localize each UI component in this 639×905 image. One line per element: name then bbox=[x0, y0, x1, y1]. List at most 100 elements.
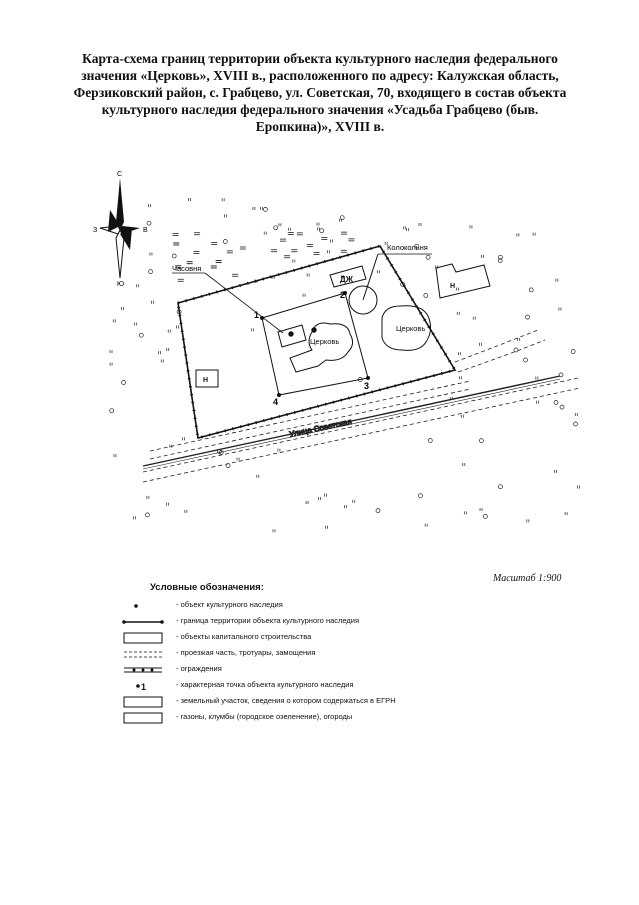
tree-mark bbox=[427, 438, 433, 443]
compass-north-label: С bbox=[117, 171, 122, 178]
legend-label: - объект культурного наследия bbox=[176, 600, 283, 609]
point-1-marker bbox=[260, 316, 264, 320]
grass-mark bbox=[532, 232, 536, 236]
church-heritage-dot bbox=[311, 327, 317, 333]
grass-mark bbox=[316, 227, 320, 231]
legend-row-characteristic-point: 1 - характерная точка объекта культурног… bbox=[118, 678, 538, 694]
grass-mark bbox=[133, 516, 136, 520]
grass-mark bbox=[109, 350, 113, 354]
point-4-label: 4 bbox=[273, 397, 278, 407]
road-fence-line bbox=[142, 378, 561, 470]
grass-mark bbox=[109, 362, 113, 366]
wetland-mark bbox=[348, 238, 355, 242]
tree-mark bbox=[479, 438, 484, 443]
wetland-mark bbox=[172, 233, 179, 236]
tree-mark bbox=[498, 254, 503, 260]
territory-boundary bbox=[176, 244, 458, 440]
legend-label: - ограждения bbox=[176, 664, 222, 673]
grass-mark bbox=[402, 226, 406, 230]
chapel-leader bbox=[204, 272, 284, 334]
grass-mark bbox=[463, 511, 467, 515]
tree-mark bbox=[423, 293, 429, 298]
grass-mark bbox=[272, 529, 276, 533]
tree-mark bbox=[138, 332, 144, 338]
wetland-mark bbox=[175, 265, 182, 269]
tree-mark bbox=[263, 207, 268, 212]
grass-mark bbox=[340, 275, 344, 279]
feature-labels: Часовня Колокольня bbox=[172, 243, 432, 334]
grass-mark bbox=[182, 437, 185, 441]
chapel-label: Часовня bbox=[172, 264, 201, 273]
grass-mark bbox=[221, 198, 225, 202]
grass-mark bbox=[260, 206, 263, 210]
title-line: Карта-схема границ территории объекта ку… bbox=[82, 51, 558, 66]
legend-label: - газоны, клумбы (городское озеленение),… bbox=[176, 712, 353, 721]
tree-mark bbox=[483, 514, 488, 519]
grass-mark bbox=[462, 463, 466, 467]
grass-mark bbox=[263, 231, 267, 235]
legend-row-land-plot: - земельный участок, сведения о котором … bbox=[118, 694, 538, 710]
bell-tower-building bbox=[348, 285, 378, 315]
legend-label: - объекты капитального строительства bbox=[176, 632, 312, 641]
grass-mark bbox=[136, 284, 140, 288]
grass-mark bbox=[469, 225, 473, 229]
tree-mark bbox=[498, 484, 503, 490]
boundary-symbol bbox=[122, 620, 164, 624]
grass-mark bbox=[554, 469, 557, 473]
legend-row-lawns: - газоны, клумбы (городское озеленение),… bbox=[118, 710, 538, 726]
grass-mark bbox=[256, 474, 260, 478]
tree-mark bbox=[222, 239, 228, 244]
tree-mark bbox=[375, 508, 381, 513]
grass-mark bbox=[277, 448, 281, 452]
compass-west-label: З bbox=[93, 227, 97, 234]
grass-mark bbox=[526, 519, 530, 523]
tree-mark bbox=[559, 404, 565, 410]
house-label-ne: Н bbox=[450, 283, 455, 290]
grass-mark bbox=[292, 259, 296, 263]
point-2-label: 2 bbox=[340, 290, 345, 300]
road-fence-line bbox=[142, 375, 561, 467]
grass-mark bbox=[151, 300, 154, 304]
grass-mark bbox=[324, 493, 327, 497]
point-3-marker bbox=[366, 376, 370, 380]
grass-mark bbox=[166, 348, 170, 352]
chapel-heritage-dot bbox=[288, 331, 294, 337]
tree-mark bbox=[171, 253, 177, 259]
grass-mark bbox=[327, 250, 330, 254]
tree-mark bbox=[553, 400, 559, 405]
point-symbol: 1 bbox=[136, 682, 146, 692]
tree-mark bbox=[497, 258, 503, 263]
wetland-mark bbox=[321, 237, 328, 241]
grass-mark bbox=[558, 307, 562, 311]
grass-mark bbox=[236, 457, 240, 461]
grass-mark bbox=[458, 352, 461, 356]
point-3-label: 3 bbox=[364, 381, 369, 391]
tree-mark bbox=[121, 380, 126, 385]
grass-mark bbox=[302, 293, 306, 297]
compass-se-point bbox=[120, 228, 132, 250]
grass-mark bbox=[344, 505, 347, 509]
building-symbol bbox=[123, 632, 163, 644]
legend-label: - земельный участок, сведения о котором … bbox=[176, 696, 396, 705]
grass-mark bbox=[176, 325, 179, 329]
house-building-ne bbox=[435, 263, 491, 299]
grass-mark bbox=[146, 495, 150, 499]
grass-mark bbox=[384, 241, 388, 245]
tree-mark bbox=[319, 228, 325, 234]
wetland-mark bbox=[186, 261, 193, 265]
grass-mark bbox=[458, 376, 462, 380]
grass-mark bbox=[352, 499, 356, 503]
grass-mark bbox=[306, 273, 310, 277]
church-east-building bbox=[381, 305, 432, 351]
side-road-line bbox=[457, 339, 546, 373]
legend-row-territory-boundary: - граница территории объекта культурного… bbox=[118, 614, 538, 630]
legend-row-fences: - ограждения bbox=[118, 662, 538, 678]
lawn-symbol bbox=[123, 712, 163, 724]
point-1-label: 1 bbox=[254, 310, 259, 320]
tree-mark bbox=[148, 269, 153, 274]
tree-mark bbox=[145, 512, 150, 518]
object-boundary: 1 2 3 4 bbox=[254, 290, 370, 407]
legend-label: - граница территории объекта культурного… bbox=[176, 616, 360, 625]
wetland-mark bbox=[284, 255, 291, 259]
